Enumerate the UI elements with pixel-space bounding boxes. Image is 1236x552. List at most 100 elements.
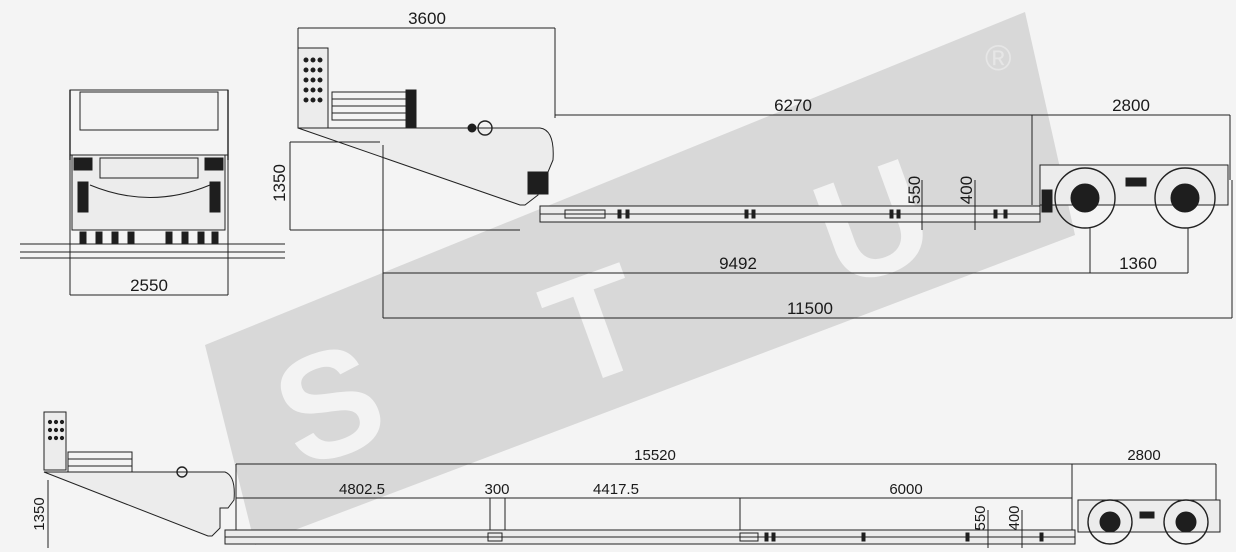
front-tooth bbox=[165, 231, 173, 245]
deck-marker bbox=[896, 209, 901, 219]
hole bbox=[303, 87, 309, 93]
front-width-label: 2550 bbox=[130, 276, 168, 295]
front-gate-panel bbox=[79, 91, 219, 131]
deck-length-label: 6270 bbox=[774, 96, 812, 115]
front-lamp-left bbox=[73, 157, 93, 171]
deck-marker bbox=[993, 209, 998, 219]
hole bbox=[53, 435, 59, 441]
deck-markers bbox=[564, 209, 1008, 219]
ext-gooseneck-height-label: 1350 bbox=[31, 497, 48, 530]
hub-2 bbox=[1170, 183, 1200, 213]
overall-length-label: 11500 bbox=[787, 299, 833, 318]
hole bbox=[303, 57, 309, 63]
front-chassis bbox=[71, 154, 226, 231]
deck-marker bbox=[771, 532, 776, 542]
section-3-label: 4417.5 bbox=[593, 481, 639, 498]
gooseneck-height-label: 1350 bbox=[270, 164, 289, 202]
ext-hub-2 bbox=[1175, 511, 1197, 533]
hole bbox=[317, 67, 323, 73]
hole bbox=[310, 97, 316, 103]
ext-gooseneck-post bbox=[43, 411, 67, 471]
deck-marker bbox=[617, 209, 622, 219]
hole bbox=[47, 435, 53, 441]
watermark-band bbox=[205, 12, 1075, 545]
gooseneck-neck bbox=[297, 127, 554, 206]
section-2-label: 300 bbox=[484, 481, 509, 498]
neck-bracket bbox=[527, 171, 549, 195]
axle-link bbox=[1125, 177, 1147, 187]
ext-deck-markers bbox=[487, 532, 1044, 542]
tyre-2 bbox=[1154, 167, 1216, 229]
hole bbox=[59, 419, 65, 425]
deck-marker bbox=[1003, 209, 1008, 219]
deck-marker bbox=[1039, 532, 1044, 542]
kingpin-dot bbox=[467, 123, 477, 133]
hub-1 bbox=[1070, 183, 1100, 213]
ext-deck-height-2-label: 400 bbox=[1006, 505, 1023, 530]
hole bbox=[310, 67, 316, 73]
hole bbox=[59, 427, 65, 433]
axle-spacing-label: 1360 bbox=[1119, 254, 1157, 273]
deck-marker bbox=[744, 209, 749, 219]
deck-marker bbox=[889, 209, 894, 219]
deck-marker bbox=[861, 532, 866, 542]
extended-view: 1350 15520 2800 4802.5 300 4417.5 6000 5… bbox=[31, 411, 1221, 548]
hole bbox=[310, 57, 316, 63]
deck-marker bbox=[564, 209, 606, 219]
front-top-plate bbox=[99, 157, 199, 179]
deck-marker bbox=[487, 532, 503, 542]
front-bottom-teeth bbox=[79, 231, 219, 245]
front-tooth bbox=[127, 231, 135, 245]
deck-height-1-label: 550 bbox=[905, 176, 924, 204]
extended-deck-length-label: 15520 bbox=[634, 447, 676, 464]
kingpin-to-axle-label: 9492 bbox=[719, 254, 757, 273]
hole bbox=[317, 87, 323, 93]
deck-marker bbox=[625, 209, 630, 219]
deck-height-2-label: 400 bbox=[957, 176, 976, 204]
ext-axle-link bbox=[1139, 511, 1155, 519]
ext-hole-pattern bbox=[47, 419, 65, 441]
side-view: 3600 1350 bbox=[270, 9, 1233, 319]
registered-mark: ® bbox=[985, 37, 1012, 78]
gooseneck-hole-pattern bbox=[303, 57, 323, 103]
ext-rail-frame bbox=[67, 451, 133, 473]
hole bbox=[53, 419, 59, 425]
hole bbox=[303, 67, 309, 73]
hole bbox=[310, 87, 316, 93]
hole bbox=[317, 77, 323, 83]
axle-group-length-label: 2800 bbox=[1112, 96, 1150, 115]
ext-hub-1 bbox=[1099, 511, 1121, 533]
ext-tyre-1 bbox=[1087, 499, 1133, 545]
hole bbox=[47, 419, 53, 425]
hole bbox=[53, 427, 59, 433]
ext-gooseneck-neck bbox=[43, 471, 235, 537]
front-bracket-left bbox=[77, 181, 89, 213]
ext-wheel-1 bbox=[1087, 499, 1133, 545]
deck-marker bbox=[739, 532, 759, 542]
rear-lamp bbox=[1041, 189, 1053, 213]
front-tooth bbox=[181, 231, 189, 245]
kingpin-circle bbox=[477, 120, 493, 136]
front-bracket-right bbox=[209, 181, 221, 213]
section-4-label: 6000 bbox=[889, 481, 922, 498]
wheel-1 bbox=[1054, 167, 1116, 229]
wheel-2 bbox=[1154, 167, 1216, 229]
front-tooth bbox=[211, 231, 219, 245]
front-tooth bbox=[197, 231, 205, 245]
hole bbox=[59, 435, 65, 441]
ext-deck-height-1-label: 550 bbox=[972, 505, 989, 530]
hole bbox=[303, 77, 309, 83]
front-tooth bbox=[79, 231, 87, 245]
hole bbox=[310, 77, 316, 83]
ext-wheel-2 bbox=[1163, 499, 1209, 545]
front-view: 2550 bbox=[20, 89, 285, 296]
hole bbox=[317, 57, 323, 63]
deck-marker bbox=[764, 532, 769, 542]
front-curve bbox=[89, 184, 211, 198]
tyre-1 bbox=[1054, 167, 1116, 229]
watermark: S T U ® bbox=[205, 12, 1075, 545]
hole bbox=[47, 427, 53, 433]
hole bbox=[317, 97, 323, 103]
gooseneck-length-label: 3600 bbox=[408, 9, 446, 28]
